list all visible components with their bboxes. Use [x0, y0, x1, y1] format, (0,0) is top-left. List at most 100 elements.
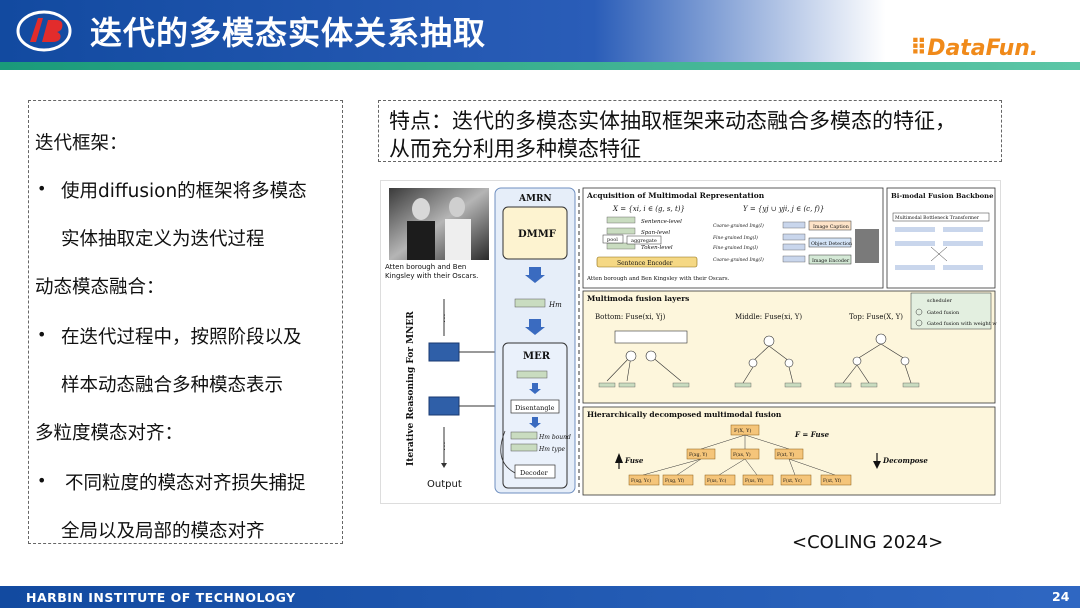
institution-name: HARBIN INSTITUTE OF TECHNOLOGY: [26, 590, 296, 605]
leaf-node-label: F(xt, Yc): [783, 479, 802, 484]
span-level-label: Span-level: [641, 230, 670, 236]
sentence-encoder-box: [596, 256, 698, 268]
top-tree: [842, 333, 912, 384]
mer-label: MER: [523, 351, 551, 362]
decoder-label: Decoder: [520, 469, 549, 477]
dmmf-box: [502, 206, 568, 260]
amrn-label: AMRN: [518, 194, 552, 204]
legend-gated: Gated fusion: [927, 310, 960, 316]
fine-img-label: Fine-grained Img(I): [712, 234, 758, 241]
legend-gated-weight: Gated fusion with weight w: [927, 321, 997, 327]
bullet-icon: •: [37, 471, 47, 490]
leaf-node: [628, 474, 660, 486]
leaf-node-label: F(xt, Yf): [823, 479, 841, 484]
mbt-label: Multimodal Bottleneck Transformer: [895, 215, 980, 221]
fuse-arrow-label: Fuse: [624, 456, 644, 465]
disentangle-label: Disentangle: [515, 404, 555, 412]
leaf-node: [662, 474, 694, 486]
image-caption-label: Image Caption: [813, 224, 849, 230]
bullet-text: 实体抽取定义为迭代过程: [61, 229, 265, 250]
decompose-arrow-label: Decompose: [882, 456, 928, 465]
hbound-label: Hm bound: [538, 434, 571, 441]
sentence-encoder-label: Sentence Encoder: [617, 260, 673, 267]
slide-title: 迭代的多模态实体关系抽取: [90, 14, 487, 52]
htype-label: Hm type: [538, 446, 565, 453]
legend-scheduler: scheduler: [927, 298, 953, 304]
photo-caption-line2: Kingsley with their Oscars.: [385, 272, 478, 280]
decoder-box: [514, 464, 556, 479]
coarse-img-label-2: Coarse-grained Img(I): [713, 256, 764, 263]
bimodal-panel: [886, 187, 996, 289]
mid-node-label: F(xs, Y): [733, 451, 751, 458]
top-fusion-label: Top: Fuse(X, Y): [849, 313, 903, 321]
pool-label: pool: [607, 237, 618, 243]
bullet-text: 使用diffusion的框架将多模态: [61, 181, 307, 202]
bottom-tree: [606, 330, 688, 382]
token-level-label: Token-level: [641, 245, 673, 251]
bullet-text: 在迭代过程中，按照阶段以及: [61, 327, 302, 348]
image-encoder-label: Image Encoder: [812, 258, 850, 264]
f-equals-fuse: F = Fuse: [794, 430, 830, 439]
svg-text:⋮: ⋮: [440, 314, 449, 324]
architecture-figure: Atten borough and Ben Kingsley with thei…: [380, 180, 1001, 504]
feature-box: 特点：迭代的多模态实体抽取框架来动态融合多模态的特征， 从而充分利用多种模态特征: [378, 100, 1002, 162]
leaf-node-label: F(xg, Yc): [631, 479, 651, 484]
mer-box: [502, 342, 568, 489]
coarse-img-label: Coarse-grained Img(I): [713, 222, 764, 229]
bullet-text: 不同粒度的模态对齐损失捕捉: [65, 473, 306, 494]
left-panel: 迭代框架： • 使用diffusion的框架将多模态 实体抽取定义为迭代过程 动…: [28, 100, 343, 544]
small-oscar-photo: [855, 229, 879, 263]
mid-node-label: F(xg, Y): [689, 451, 707, 458]
heading-iterative-framework: 迭代框架：: [35, 133, 128, 154]
mid-node-label: F(xt, Y): [777, 451, 794, 458]
bullet-text: 样本动态融合多种模态表示: [61, 375, 284, 396]
svg-text:⋮: ⋮: [440, 442, 449, 452]
bullet-icon: •: [37, 325, 47, 344]
mid-node: [686, 448, 716, 460]
architecture-diagram: Atten borough and Ben Kingsley with thei…: [385, 187, 997, 496]
leaf-node: [742, 474, 774, 486]
leaf-node-label: F(xs, Yf): [745, 479, 764, 484]
side-label: Iterative Reasoning For MNER: [406, 311, 416, 466]
output-label: Output: [427, 479, 462, 490]
root-node-label: F(X, Y): [734, 427, 751, 434]
bimodal-title: Bi-modal Fusion Backbone: [891, 192, 994, 200]
mid-node: [730, 448, 760, 460]
leaf-node-label: F(xs, Yc): [707, 479, 727, 484]
mid-node: [774, 448, 804, 460]
heading-multigranular-alignment: 多粒度模态对齐：: [35, 423, 184, 444]
photo-caption-line1: Atten borough and Ben: [385, 263, 466, 271]
acquisition-title: Acquisition of Multimodal Representation: [586, 191, 765, 200]
bullet-text: 全局以及局部的模态对齐: [61, 521, 265, 542]
aggregate-label: aggregate: [631, 238, 657, 244]
feature-line-1: 特点：迭代的多模态实体抽取框架来动态融合多模态的特征，: [389, 109, 956, 133]
slide-header: 迭代的多模态实体关系抽取 ⠿DataFun.: [0, 0, 1080, 62]
accent-line: [0, 62, 1080, 70]
fusion-legend: [910, 292, 992, 330]
brand-text: DataFun.: [927, 36, 1039, 61]
dmmf-label: DMMF: [518, 229, 556, 240]
dots-icon: ⠿: [910, 36, 927, 61]
middle-tree: [742, 335, 794, 384]
header-bar: [0, 0, 1080, 62]
hierarchical-title: Hierarchically decomposed multimodal fus…: [587, 410, 782, 419]
fine-img-label-2: Fine-grained Img(I): [712, 244, 758, 251]
heading-dynamic-fusion: 动态模态融合：: [35, 277, 165, 298]
citation: <COLING 2024>: [792, 532, 944, 553]
page-number: 24: [1052, 589, 1070, 604]
fusion-layers-title: Multimoda fusion layers: [587, 294, 689, 303]
leaf-node: [820, 474, 852, 486]
object-detection-label: Object Detection: [811, 241, 852, 247]
acquisition-caption: Atten borough and Ben Kingsley with thei…: [586, 276, 730, 282]
bottom-fusion-label: Bottom: Fuse(xi, Yj): [595, 313, 666, 321]
middle-fusion-label: Middle: Fuse(xi, Y): [735, 313, 802, 321]
feature-line-2: 从而充分利用多种模态特征: [389, 137, 641, 161]
sentence-level-label: Sentence-level: [641, 219, 682, 225]
disentangle-box: [510, 399, 560, 414]
leaf-node-label: F(xg, Yf): [665, 479, 684, 484]
oscar-photo: [389, 188, 489, 260]
x-definition: X = {xi, i ∈ (g, s, t)}: [612, 205, 685, 213]
iteration-box-top: [428, 342, 460, 362]
leaf-node: [780, 474, 812, 486]
hit-logo-icon: [16, 10, 72, 52]
